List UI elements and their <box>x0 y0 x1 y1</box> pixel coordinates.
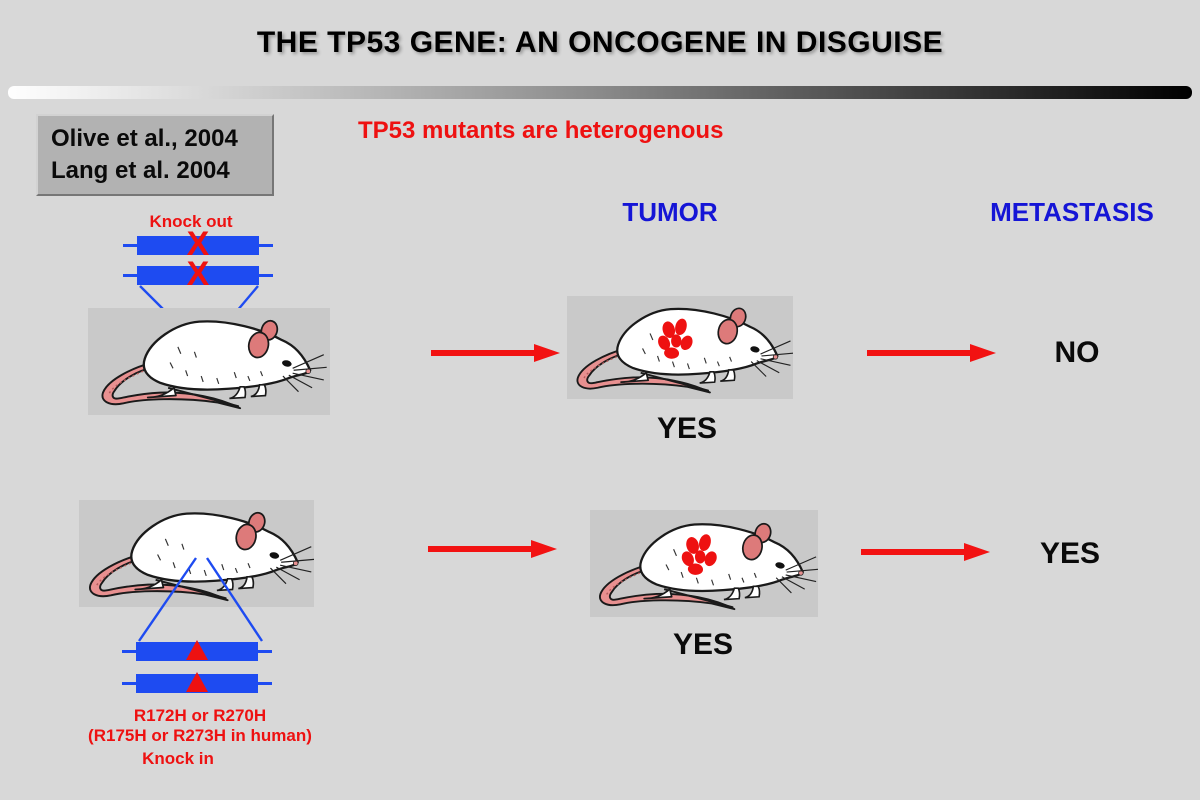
knockout-label: Knock out <box>149 212 233 231</box>
slide-title: THE TP53 GENE: AN ONCOGENE IN DISGUISE <box>256 26 944 59</box>
gene-allele-knockout-1: X <box>123 227 273 261</box>
gene-allele-knockin-1 <box>122 640 272 661</box>
tumor-answer-knockout: YES <box>656 412 718 445</box>
arrow-right-icon <box>428 540 557 558</box>
knockin-triangle-icon <box>186 672 208 692</box>
metastasis-answer-knockin: YES <box>1039 537 1101 570</box>
knockout-x-icon: X <box>186 225 210 263</box>
gene-bar <box>137 236 259 255</box>
gene-allele-knockout-2: X <box>123 257 273 291</box>
connector-lines-knockin <box>138 557 264 642</box>
subtitle: TP53 mutants are heterogenous <box>358 117 724 144</box>
mouse-image-knockout <box>88 308 330 415</box>
metastasis-answer-knockout: NO <box>1054 336 1100 369</box>
arrow-right-icon <box>431 344 560 362</box>
mutation-human-label: (R175H or R273H in human) <box>88 726 312 745</box>
tumor-answer-knockin: YES <box>672 628 734 661</box>
mouse-image-knockin-tumor <box>590 510 818 617</box>
citation-line-1: Olive et al., 2004 <box>51 125 238 152</box>
column-header-metastasis: METASTASIS <box>990 197 1154 227</box>
mouse-image-knockin <box>79 500 314 607</box>
title-divider-bar <box>8 86 1192 99</box>
arrow-right-icon <box>861 543 990 561</box>
knockin-label: Knock in <box>142 749 214 768</box>
gene-bar <box>137 266 259 285</box>
mouse-image-knockout-tumor <box>567 296 793 399</box>
mutation-label: R172H or R270H <box>133 706 267 725</box>
arrow-right-icon <box>867 344 996 362</box>
column-header-tumor: TUMOR <box>622 197 718 227</box>
citation-box: Olive et al., 2004 Lang et al. 2004 <box>36 114 274 196</box>
knockin-triangle-icon <box>186 640 208 660</box>
gene-allele-knockin-2 <box>122 672 272 693</box>
knockout-x-icon: X <box>186 255 210 293</box>
citation-line-2: Lang et al. 2004 <box>51 157 230 184</box>
